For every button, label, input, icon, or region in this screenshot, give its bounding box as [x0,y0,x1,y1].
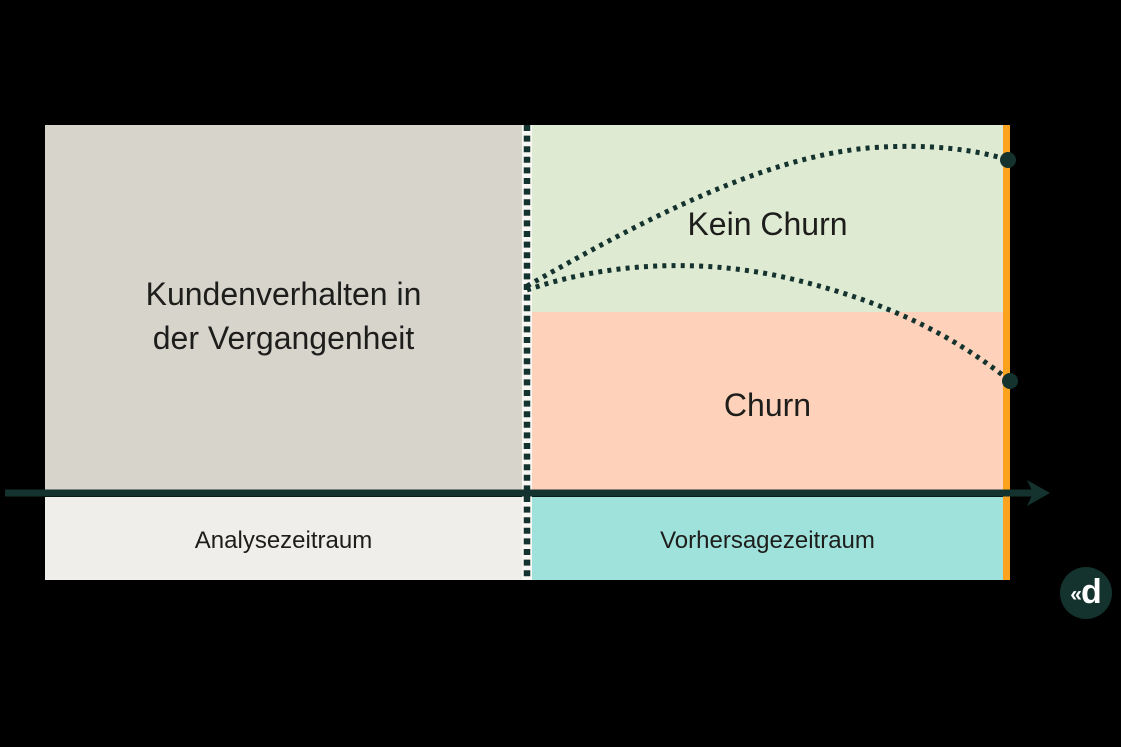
past-behavior-label-line2: der Vergangenheit [152,320,415,356]
prediction-period-label: Vorhersagezeitraum [660,527,875,554]
analysis-period-label: Analysezeitraum [194,527,373,554]
analysis-period-strip [45,497,522,580]
period-divider-gap [522,125,532,580]
prediction-period-strip [532,497,1003,580]
past-behavior-label: Kundenverhalten in der Vergangenheit [45,272,522,360]
churn-label: Churn [723,387,812,423]
prediction-end-marker-line [1003,125,1010,580]
past-behavior-region [45,125,522,490]
past-behavior-label-line1: Kundenverhalten in [145,276,422,312]
no-churn-label: Kein Churn [687,206,848,242]
datasolut-logo: « d [1060,567,1112,619]
logo-chevrons-icon: « [1070,583,1082,606]
timeline-arrow-icon [1027,480,1050,506]
logo-letter: d [1080,573,1102,611]
